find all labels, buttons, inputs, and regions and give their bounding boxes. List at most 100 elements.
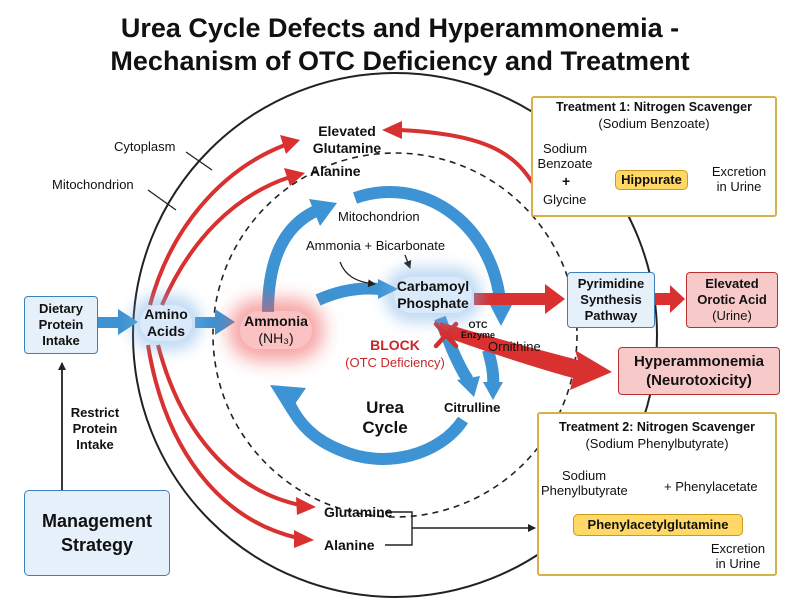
t2-excretion-line2: in Urine — [715, 556, 761, 571]
hippurate-loop — [399, 128, 542, 196]
t1-excretion: Excretion in Urine — [705, 164, 773, 194]
pyrimidine-line2: Synthesis — [580, 292, 642, 307]
ornithine-to-citrulline — [482, 348, 500, 386]
to-alanine-bottom — [146, 344, 299, 540]
intake-arrows — [98, 309, 235, 335]
carbamoyl-line1: Carbamoyl — [396, 278, 470, 294]
restrict-protein-label: Restrict Protein Intake — [60, 405, 130, 453]
t2-excretion: Excretion in Urine — [702, 541, 774, 571]
arrowhead-mito-up — [309, 199, 337, 226]
treatment2-subtitle: (Sodium Phenylbutyrate) — [585, 436, 729, 451]
t1-sodium-benzoate: Sodium Benzoate — [535, 141, 595, 171]
block-title: BLOCK — [370, 337, 420, 353]
mito-arc — [353, 186, 506, 301]
alanine-top-label: Alanine — [310, 163, 361, 179]
ammonia-to-hyperammonemia-arrow — [440, 322, 612, 390]
cytoplasm-label: Cytoplasm — [114, 139, 176, 154]
amino-acids-node: Amino Acids — [140, 305, 192, 341]
cytoplasm-leader — [185, 151, 213, 171]
treatment2-title: Treatment 2: Nitrogen Scavenger — [559, 420, 755, 434]
ammonia-bicarbonate-label: Ammonia + Bicarbonate — [306, 238, 446, 253]
pyrimidine-line1: Pyrimidine — [577, 276, 645, 291]
carbamoyl-to-pyrimidine-arrow — [474, 284, 565, 314]
head-hippurate-loop — [382, 121, 402, 139]
elevated-glutamine-label: Elevated Glutamine — [297, 123, 397, 157]
head-elevated-glutamine — [280, 135, 300, 154]
title-line-1: Urea Cycle Defects and Hyperammonemia - — [120, 13, 680, 43]
head-alanine-top — [284, 168, 305, 186]
to-elevated-glutamine — [148, 143, 286, 306]
phenylacetylglutamine-pill: Phenylacetylglutamine — [573, 514, 743, 536]
t1-excretion-line2: in Urine — [716, 179, 762, 194]
t1-sodium: Sodium — [542, 141, 588, 156]
treatment1-subtitle: (Sodium Benzoate) — [598, 116, 710, 131]
carbamoyl-line2: Phosphate — [397, 295, 469, 311]
ornithine-label: Ornithine — [488, 339, 541, 354]
bicarbonate-down-arrow — [403, 254, 412, 269]
treatment1-panel — [531, 96, 777, 217]
urea-cycle-arrowheads — [270, 199, 512, 414]
t2-sodium-phenylbutyrate: Sodium Phenylbutyrate — [541, 468, 628, 498]
bottom-arc — [284, 402, 469, 465]
t2-plus-phenylacetate: + Phenylacetate — [664, 479, 758, 494]
urea-line2: Cycle — [362, 418, 408, 437]
t2-phenylbutyrate: Phenylbutyrate — [541, 483, 628, 498]
amino-line1: Amino — [144, 306, 188, 322]
glutamine-bottom-label: Glutamine — [324, 504, 393, 520]
treatment2-panel — [537, 412, 777, 576]
arrowhead-carbamoyl — [378, 279, 398, 299]
hyper-line2: (Neurotoxicity) — [646, 372, 752, 389]
dietary-to-amino-shaft — [98, 317, 120, 328]
amino-to-ammonia-head — [215, 309, 235, 335]
dietary-protein-box: Dietary Protein Intake — [24, 296, 98, 354]
amino-to-ammonia-shaft — [195, 317, 217, 328]
treatment1-title: Treatment 1: Nitrogen Scavenger — [556, 100, 752, 114]
hyperammonemia-box: Hyperammonemia (Neurotoxicity) — [618, 347, 780, 395]
dietary-line1: Dietary — [38, 301, 84, 316]
management-line2: Strategy — [60, 535, 134, 555]
otc-block-x — [433, 321, 459, 349]
red-arrowheads — [280, 121, 402, 548]
t2-excretion-line1: Excretion — [710, 541, 766, 556]
head-glutamine-bottom — [296, 497, 316, 515]
mitochondrion-inner-label: Mitochondrion — [338, 209, 420, 224]
pyrimidine-synthesis-box: Pyrimidine Synthesis Pathway — [567, 272, 655, 328]
t1-benzoate: Benzoate — [537, 156, 593, 171]
t1-glycine: Glycine — [543, 192, 587, 207]
elevated-glutamine-line2: Glutamine — [312, 140, 382, 156]
ammonia-up-arc — [262, 204, 321, 313]
restrict-line2: Protein — [72, 421, 118, 436]
dietary-to-amino-head — [118, 309, 138, 335]
ammonia-line2: (NH₃) — [258, 330, 294, 346]
block-subtitle: (OTC Deficiency) — [345, 355, 445, 370]
orotic-line2: Orotic Acid — [697, 292, 767, 307]
to-glutamine-bottom — [156, 344, 301, 507]
otc-enzyme-label: OTC Enzyme — [458, 320, 498, 340]
dietary-line2: Protein — [38, 317, 84, 332]
cell-membrane — [132, 72, 658, 598]
arrowhead-mito-right — [490, 305, 512, 326]
ammonia-line1: Ammonia — [244, 313, 308, 329]
hippurate-pill: Hippurate — [615, 170, 688, 190]
alanine-bottom-label: Alanine — [324, 537, 375, 553]
orotic-line3: (Urine) — [712, 308, 752, 323]
arrowhead-bottom-left — [270, 385, 306, 414]
carbamoyl-phosphate-node: Carbamoyl Phosphate — [394, 277, 472, 313]
bicarbonate-arrow — [339, 261, 376, 288]
t2-sodium: Sodium — [561, 468, 607, 483]
elevated-glutamine-line1: Elevated — [318, 123, 376, 139]
management-strategy-box: Management Strategy — [24, 490, 170, 576]
orotic-line1: Elevated — [705, 276, 759, 291]
t1-excretion-line1: Excretion — [711, 164, 767, 179]
management-line1: Management — [41, 511, 153, 531]
ammonia-node: Ammonia (NH₃) — [240, 311, 312, 349]
restrict-line3: Intake — [76, 437, 114, 452]
head-alanine-bottom — [294, 530, 314, 548]
otc-line1: OTC — [468, 320, 488, 330]
otc-line2: Enzyme — [460, 330, 495, 340]
orotic-acid-box: Elevated Orotic Acid (Urine) — [686, 272, 778, 328]
citrulline-label: Citrulline — [444, 400, 501, 415]
pyrimidine-line3: Pathway — [584, 308, 638, 323]
block-label: BLOCK (OTC Deficiency) — [340, 337, 450, 371]
to-alanine-top — [160, 175, 291, 306]
